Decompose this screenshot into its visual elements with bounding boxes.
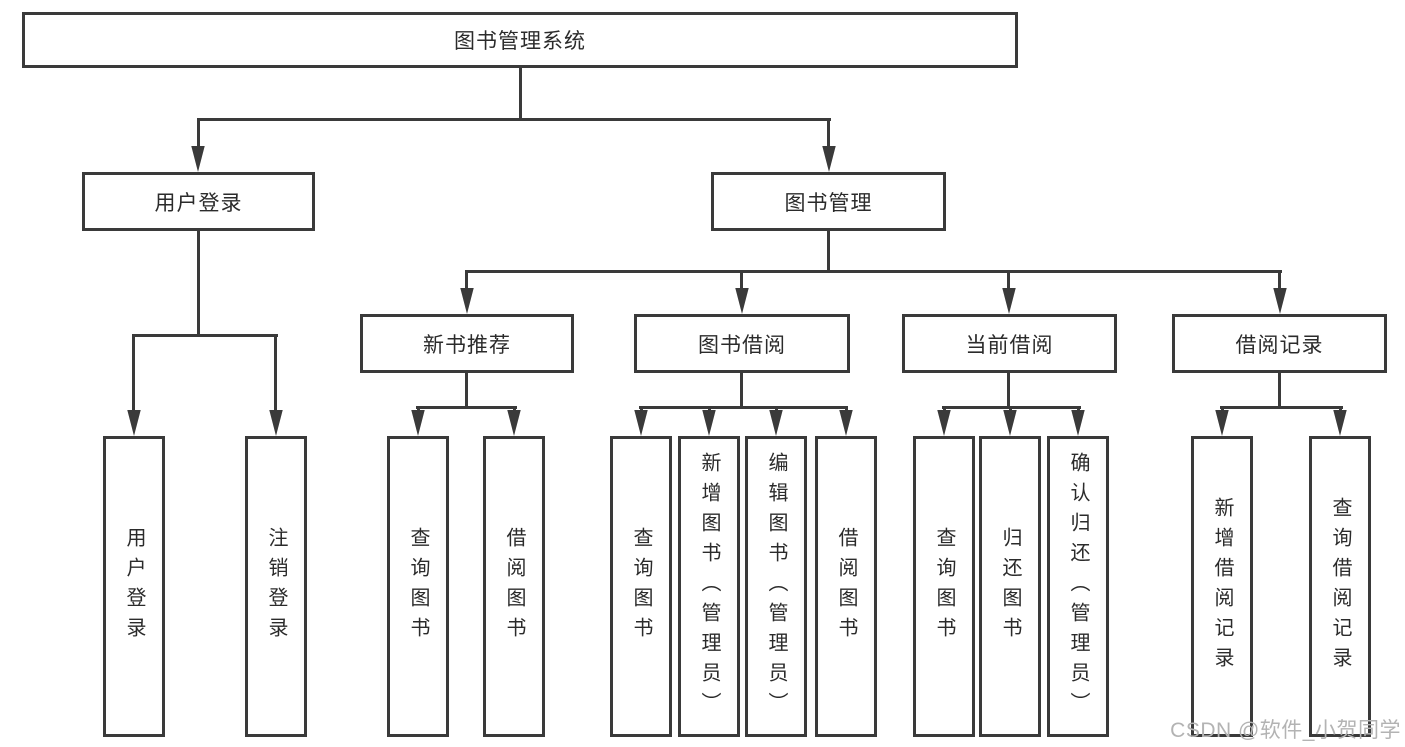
arrow-down-icon bbox=[127, 410, 141, 436]
leaf-query-books-borrow: 查询图书 bbox=[610, 436, 672, 737]
connector-drop bbox=[1007, 272, 1010, 289]
connector-stub bbox=[1278, 371, 1281, 408]
leaf-query-books-recommend: 查询图书 bbox=[387, 436, 449, 737]
leaf-return-books: 归还图书 bbox=[979, 436, 1041, 737]
leaf-borrow-books: 借阅图书 bbox=[815, 436, 877, 737]
connector-drop bbox=[1278, 272, 1281, 289]
leaf-edit-books-admin: 编辑图书（管理员） bbox=[745, 436, 807, 737]
connector-root-stub bbox=[519, 66, 522, 120]
connector-branch bbox=[1220, 406, 1343, 409]
arrow-down-icon bbox=[1215, 410, 1229, 436]
arrow-down-icon bbox=[702, 410, 716, 436]
connector-stub bbox=[465, 371, 468, 408]
connector-drop bbox=[827, 120, 830, 148]
leaf-query-borrow-record: 查询借阅记录 bbox=[1309, 436, 1371, 737]
connector-stub bbox=[740, 371, 743, 408]
leaf-query-books-current: 查询图书 bbox=[913, 436, 975, 737]
node-book-management: 图书管理 bbox=[711, 172, 946, 231]
arrow-down-icon bbox=[1003, 410, 1017, 436]
arrow-down-icon bbox=[1002, 288, 1016, 314]
connector-level1-branch bbox=[197, 118, 831, 121]
connector-branch bbox=[639, 406, 848, 409]
node-borrowing-records: 借阅记录 bbox=[1172, 314, 1387, 373]
connector-drop bbox=[465, 272, 468, 289]
node-library-management-system: 图书管理系统 bbox=[22, 12, 1018, 68]
arrow-down-icon bbox=[769, 410, 783, 436]
connector-book-mgmt-stub bbox=[827, 229, 830, 272]
arrow-down-icon bbox=[1333, 410, 1347, 436]
arrow-down-icon bbox=[411, 410, 425, 436]
node-new-book-recommendation: 新书推荐 bbox=[360, 314, 574, 373]
connector-branch bbox=[416, 406, 517, 409]
leaf-add-books-admin: 新增图书（管理员） bbox=[678, 436, 740, 737]
leaf-user-login: 用户登录 bbox=[103, 436, 165, 737]
connector-user-login-stub bbox=[197, 229, 200, 336]
arrow-down-icon bbox=[507, 410, 521, 436]
node-book-borrowing: 图书借阅 bbox=[634, 314, 850, 373]
arrow-down-icon bbox=[735, 288, 749, 314]
connector-drop bbox=[132, 336, 135, 412]
arrow-down-icon bbox=[460, 288, 474, 314]
leaf-borrow-books-recommend: 借阅图书 bbox=[483, 436, 545, 737]
arrow-down-icon bbox=[1273, 288, 1287, 314]
csdn-watermark: CSDN @软件_小贺同学 bbox=[1170, 719, 1401, 742]
connector-drop bbox=[197, 120, 200, 148]
node-user-login: 用户登录 bbox=[82, 172, 315, 231]
arrow-down-icon bbox=[822, 146, 836, 172]
connector-stub bbox=[1007, 371, 1010, 408]
connector-level2-branch bbox=[465, 270, 1282, 273]
node-current-borrowing: 当前借阅 bbox=[902, 314, 1117, 373]
arrow-down-icon bbox=[937, 410, 951, 436]
arrow-down-icon bbox=[269, 410, 283, 436]
leaf-logout: 注销登录 bbox=[245, 436, 307, 737]
arrow-down-icon bbox=[1071, 410, 1085, 436]
arrow-down-icon bbox=[839, 410, 853, 436]
arrow-down-icon bbox=[191, 146, 205, 172]
arrow-down-icon bbox=[634, 410, 648, 436]
connector-drop bbox=[740, 272, 743, 289]
leaf-confirm-return-admin: 确认归还（管理员） bbox=[1047, 436, 1109, 737]
connector-drop bbox=[274, 336, 277, 412]
leaf-add-borrow-record: 新增借阅记录 bbox=[1191, 436, 1253, 737]
connector-user-login-branch bbox=[132, 334, 278, 337]
